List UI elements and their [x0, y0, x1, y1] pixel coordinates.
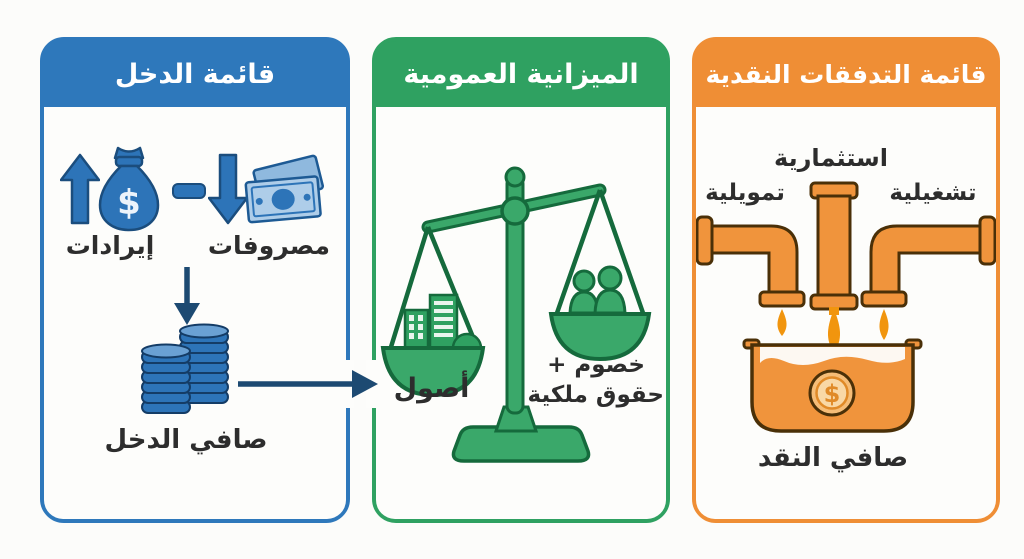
banknotes-icon — [244, 154, 324, 224]
financing-drip-icon — [777, 309, 787, 336]
coin-stack-short — [141, 343, 191, 414]
investing-label: استثمارية — [774, 144, 888, 172]
operating-label: تشغيلية — [889, 180, 977, 206]
net-income-to-assets-arrow — [238, 360, 380, 408]
financing-pipe-icon — [710, 224, 799, 296]
cash-basin-icon: $ — [742, 338, 923, 433]
scale-top-cap — [504, 166, 526, 188]
arrow-head — [352, 370, 378, 398]
assets-pan — [380, 346, 486, 398]
cash-drips — [777, 307, 889, 353]
cash-flow-body: $ استثمارية تمويلية تشغيلية صافي النقد — [696, 107, 996, 519]
building-windows — [409, 301, 453, 339]
right-pan-hanger — [554, 189, 646, 314]
money-bag-icon: $ — [98, 146, 160, 232]
investing-drip-icon — [827, 309, 841, 353]
income-statement-header: قائمة الدخل — [44, 41, 346, 107]
equity-label: حقوق ملكية — [527, 382, 664, 408]
liabilities-equity-label-block: خصوم + حقوق ملكية — [528, 350, 664, 410]
financing-pipe-spout-flange — [758, 290, 806, 308]
dollar-coin-inner — [815, 376, 849, 410]
operating-pipe-icon — [869, 224, 982, 296]
balance-scale-icon — [380, 166, 652, 463]
cash-flow-header: قائمة التدفقات النقدية — [696, 41, 996, 107]
balance-sheet-body: أصول خصوم + حقوق ملكية — [376, 107, 666, 519]
income-statement-body: $ إيرادات مصروف — [44, 107, 346, 519]
coins-stack-icon — [141, 323, 229, 414]
operating-drip-icon — [879, 309, 889, 340]
scale-pivot — [500, 196, 530, 226]
balance-sheet-title: الميزانية العمومية — [403, 58, 639, 90]
balance-sheet-header: الميزانية العمومية — [376, 41, 666, 107]
minus-icon — [172, 183, 206, 199]
panel-cash-flow-statement: قائمة التدفقات النقدية — [692, 37, 1000, 523]
expenses-label: مصروفات — [207, 231, 330, 260]
income-statement-title: قائمة الدخل — [114, 58, 276, 90]
basin-liquid-wave — [760, 347, 905, 365]
money-bag-dollar-glyph: $ — [117, 183, 141, 223]
pipes — [696, 181, 996, 311]
panel-income-statement: قائمة الدخل $ — [40, 37, 350, 523]
cash-pipes-illustration: $ — [696, 181, 996, 433]
investing-pipe-spout-flange — [809, 293, 859, 311]
coin-stack-tall — [179, 323, 229, 404]
net-cash-label: صافي النقد — [757, 443, 909, 473]
expense-down-arrow-icon — [208, 153, 248, 225]
scale-base — [451, 425, 591, 463]
financing-label: تمويلية — [705, 180, 785, 206]
liabilities-label: خصوم + — [547, 352, 645, 378]
coin-dollar-glyph: $ — [824, 380, 841, 408]
operating-pipe-spout-flange — [860, 290, 908, 308]
investing-pipe-icon — [816, 194, 852, 299]
financing-pipe-end-flange — [696, 215, 714, 266]
operating-pipe-end-flange — [978, 215, 996, 266]
people-icon — [568, 265, 627, 315]
flow-down-arrow-icon — [174, 267, 200, 325]
revenue-up-arrow-icon — [60, 153, 100, 225]
net-income-label: صافي الدخل — [104, 425, 268, 455]
left-pan-hanger — [388, 226, 480, 348]
panel-balance-sheet: الميزانية العمومية — [372, 37, 670, 523]
liabilities-pan — [548, 312, 652, 362]
revenues-label: إيرادات — [65, 231, 155, 260]
cash-flow-title: قائمة التدفقات النقدية — [705, 59, 987, 89]
assets-label: أصول — [393, 373, 470, 404]
